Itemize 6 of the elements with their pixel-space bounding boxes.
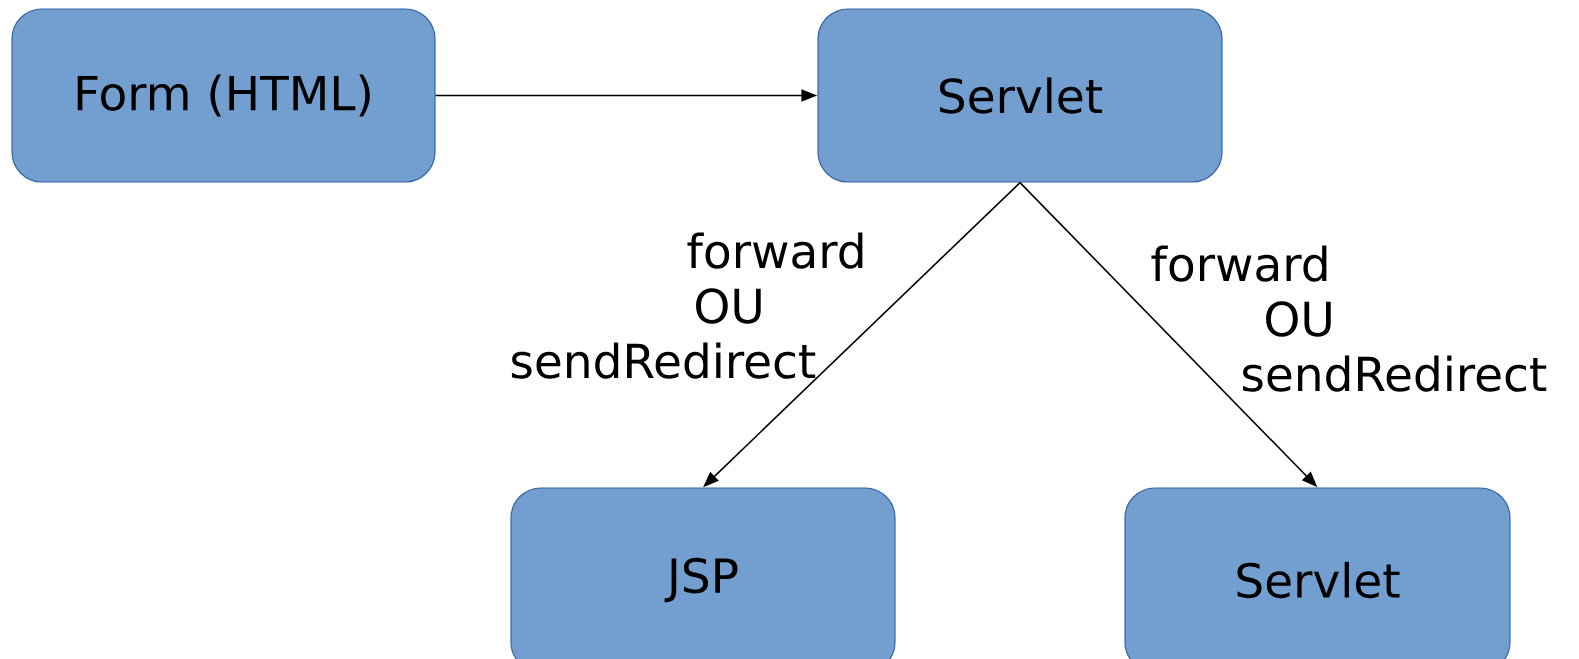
process-box: JSP <box>510 487 896 659</box>
process-box: Servlet <box>1124 487 1511 659</box>
process-box: Form (HTML) <box>11 8 436 183</box>
edge-label: forward OU sendRedirect <box>511 232 863 379</box>
edge-label: forward OU sendRedirect <box>1151 245 1547 392</box>
process-box: Servlet <box>817 8 1223 183</box>
